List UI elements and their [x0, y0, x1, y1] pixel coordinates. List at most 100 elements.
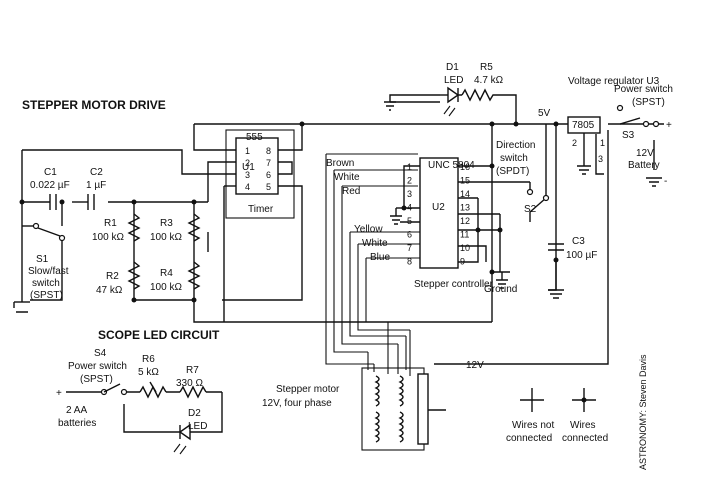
legend-not-connected-1: Wires not: [512, 420, 554, 431]
d2-led: D2 LED: [123, 392, 223, 455]
r4-value: 100 kΩ: [150, 282, 182, 293]
u2-caption: Stepper controller: [414, 279, 494, 290]
c2-capacitor: C2 1 µF: [86, 167, 106, 210]
battery-12v: + 12V Battery -: [628, 120, 672, 187]
u2-part: UNC 5804: [428, 160, 475, 171]
u2-pin-left: 4: [407, 203, 412, 213]
s4-line-2: (SPST): [80, 374, 113, 385]
s1-ref: S1: [36, 254, 49, 265]
c2-value: 1 µF: [86, 180, 106, 191]
c1-capacitor: C1 0.022 µF: [30, 167, 70, 210]
legend-not-connected-2: connected: [506, 433, 552, 444]
r6-value: 5 kΩ: [138, 367, 159, 378]
legend-connected-1: Wires: [570, 420, 596, 431]
r7-ref: R7: [186, 365, 199, 376]
u3-pin-1: 1: [600, 138, 605, 148]
credit-text: ASTRONOMY: Steven Davis: [638, 354, 648, 470]
battery-line-2: Battery: [628, 160, 660, 171]
motor-line-1: Stepper motor: [276, 384, 340, 395]
u1-pin-6: 6: [266, 170, 271, 180]
s2-line-3: (SPDT): [496, 166, 529, 177]
aa-plus: +: [56, 388, 62, 399]
s4-ref: S4: [94, 348, 107, 359]
r1-value: 100 kΩ: [92, 232, 124, 243]
r3-ref: R3: [160, 218, 173, 229]
u3-pin-3: 3: [598, 154, 603, 164]
u1-ref: U1: [242, 162, 255, 173]
d2-ref: D2: [188, 408, 201, 419]
u2-pin-right: 16: [460, 162, 470, 172]
r1-ref: R1: [104, 218, 117, 229]
r6-potentiometer: R6 5 kΩ: [138, 354, 167, 399]
motor-line-2: 12V, four phase: [262, 398, 332, 409]
wire-label-red: Red: [342, 186, 360, 197]
u2-ref: U2: [432, 202, 445, 213]
r5-resistor: R5 4.7 kΩ: [461, 62, 505, 102]
d1-ref: D1: [446, 62, 459, 73]
u1-pin-7: 7: [266, 158, 271, 168]
c3-ref: C3: [572, 236, 585, 247]
u1-pin-2: 2: [245, 158, 250, 168]
u1-pin-5: 5: [266, 182, 271, 192]
d2-value: LED: [188, 421, 207, 432]
s1-line-3: (SPST): [30, 290, 63, 301]
d1-led: D1 LED: [384, 62, 463, 117]
u2-pin-right: 14: [460, 189, 470, 199]
r5-value: 4.7 kΩ: [474, 75, 504, 86]
battery-line-1: 12V: [636, 148, 654, 159]
u3-pin-2: 2: [572, 138, 577, 148]
aa-line-2: batteries: [58, 418, 96, 429]
battery-2aa: + 2 AA batteries: [56, 388, 96, 429]
s3-line-1: Power switch: [614, 84, 673, 95]
u2-pin-right: 13: [460, 203, 470, 213]
r1-resistor: R1 100 kΩ: [92, 213, 141, 243]
u2-pin-left: 1: [407, 162, 412, 172]
u3-regulator: 7805 Voltage regulator U3 2 1 3: [567, 76, 660, 175]
s3-ref: S3: [622, 130, 635, 141]
s4-line-1: Power switch: [68, 361, 127, 372]
u2-pin-left: 6: [407, 230, 412, 240]
net-ground: Ground: [484, 284, 517, 295]
r3-value: 100 kΩ: [150, 232, 182, 243]
s1-line-2: switch: [32, 278, 60, 289]
r4-resistor: R4 100 kΩ: [150, 261, 201, 293]
s2-line-2: switch: [500, 153, 528, 164]
legend-connected-2: connected: [562, 433, 608, 444]
battery-minus: -: [664, 176, 667, 187]
u1-part: 555: [246, 132, 263, 143]
net-12v: 12V: [466, 360, 484, 371]
junction-dots: [19, 121, 559, 303]
u2-pin-right: 15: [460, 176, 470, 186]
c2-ref: C2: [90, 167, 103, 178]
r5-ref: R5: [480, 62, 493, 73]
r2-value: 47 kΩ: [96, 285, 123, 296]
legend: Wires not connected Wires connected: [506, 388, 608, 444]
r3-resistor: R3 100 kΩ: [150, 213, 201, 243]
wire-label-white-2: White: [362, 238, 388, 249]
u2-pin-left: 8: [407, 257, 412, 267]
diagram-title: STEPPER MOTOR DRIVE: [22, 98, 166, 112]
c3-capacitor: C3 100 µF: [548, 236, 597, 261]
battery-plus: +: [666, 120, 672, 131]
u1-pin-1: 1: [245, 146, 250, 156]
u2-pin-right: 11: [460, 230, 469, 240]
stepper-motor: Stepper motor 12V, four phase: [262, 367, 446, 451]
s2-ref: S2: [524, 204, 537, 215]
u2-pin-left: 2: [407, 176, 412, 186]
s3-line-2: (SPST): [632, 97, 665, 108]
aa-line-1: 2 AA: [66, 405, 87, 416]
r7-value: 330 Ω: [176, 378, 203, 389]
s2-direction-switch: S2 Direction switch (SPDT): [496, 140, 550, 215]
main-wiring: [14, 94, 664, 376]
wire-label-white-1: White: [334, 172, 360, 183]
u3-label: Voltage regulator U3: [568, 76, 660, 87]
wire-label-yellow: Yellow: [354, 224, 383, 235]
wire-label-blue: Blue: [370, 252, 390, 263]
u2-pin-right: 12: [460, 216, 470, 226]
d1-value: LED: [444, 75, 463, 86]
u3-part: 7805: [572, 120, 595, 131]
scope-title: SCOPE LED CIRCUIT: [98, 328, 220, 342]
